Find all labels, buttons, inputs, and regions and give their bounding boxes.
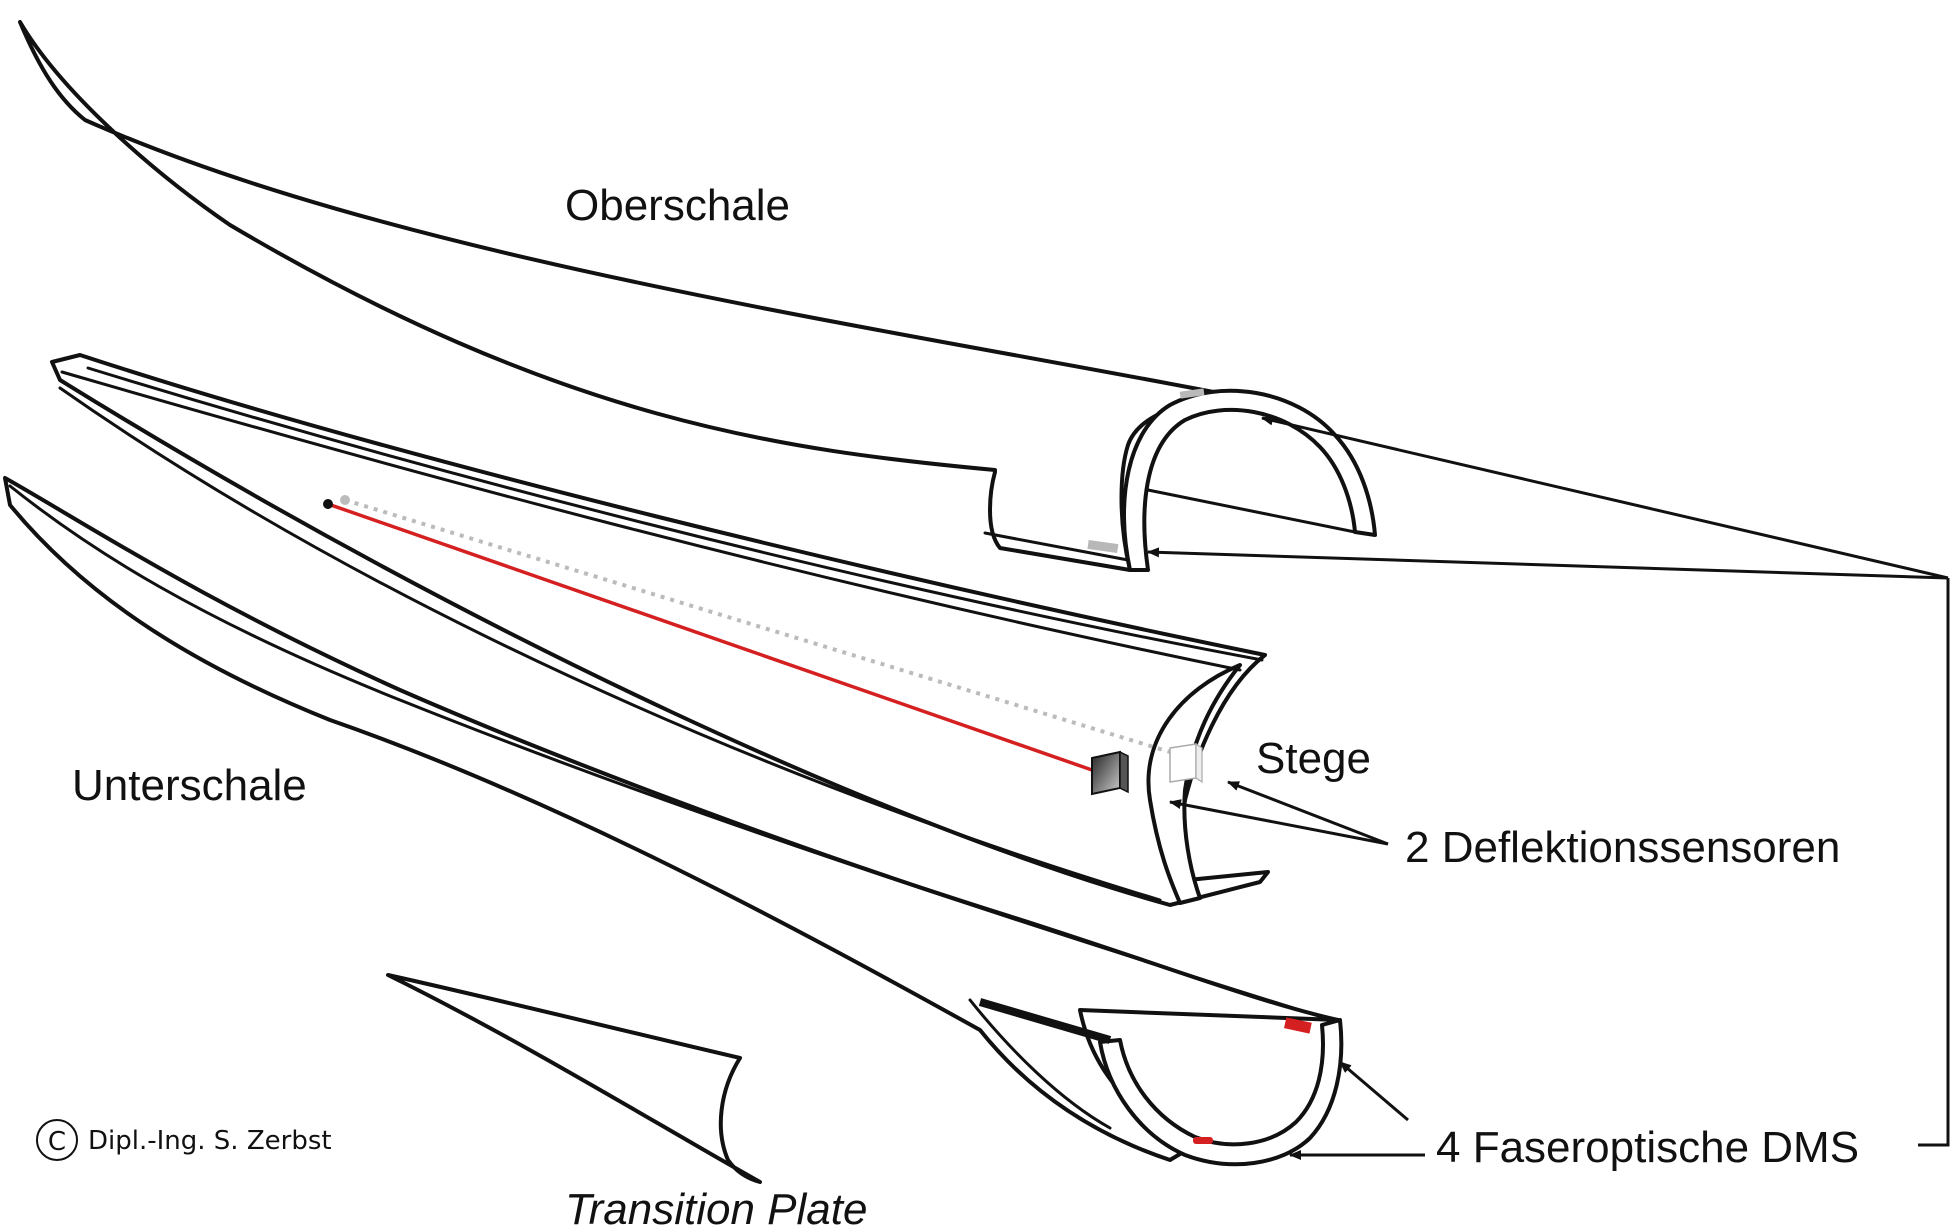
arrow-upper-gauge-top <box>1261 415 1949 580</box>
label-fiber-optic-gauges: 4 Faseroptische DMS <box>1436 1123 1859 1172</box>
label-deflection-sensors: 2 Deflektionssensoren <box>1405 823 1840 872</box>
deflection-source-dark <box>323 499 333 509</box>
annotation-arrows <box>1147 415 1950 1160</box>
deflection-sensor-dark <box>1091 750 1129 796</box>
deflection-path-dotted <box>344 498 1171 754</box>
upper-gauge-top <box>1179 388 1205 399</box>
lower-gauge-top <box>1284 1017 1312 1034</box>
copyright-letter: C <box>48 1127 66 1157</box>
upper-shell-outline <box>18 20 1257 572</box>
webs-top-rail <box>86 366 1264 662</box>
upper-gauge-bottom <box>1087 539 1119 554</box>
dms-bracket-line <box>1918 578 1950 1147</box>
lower-shell-inner-lip <box>968 998 1112 1130</box>
label-lower-shell: Unterschale <box>72 761 307 810</box>
lower-gauge-bottom <box>1193 1137 1213 1144</box>
transition-plate <box>386 973 762 1184</box>
label-upper-shell: Oberschale <box>565 181 790 230</box>
webs-upper-flange <box>60 370 1242 672</box>
arrow-deflection-sensor-2 <box>1169 799 1389 846</box>
arrow-deflection-sensor-1 <box>1227 780 1389 846</box>
upper-shell-lower-edge <box>983 531 1130 562</box>
copyright-icon <box>36 1119 78 1161</box>
transition-plate-outline <box>386 973 762 1184</box>
label-webs: Stege <box>1256 734 1371 783</box>
upper-shell-root-ring <box>1122 388 1377 572</box>
lower-shell-root-ring <box>1098 1018 1344 1167</box>
label-transition-plate: Transition Plate <box>565 1185 867 1227</box>
arrow-upper-gauge-bottom <box>1147 547 1949 580</box>
webs-lower-flange <box>58 386 1162 902</box>
deflection-sensor-light <box>1169 742 1203 784</box>
deflection-path-red <box>327 502 1093 772</box>
lower-shell-inner-strip <box>978 998 1112 1044</box>
upper-shell <box>18 20 1377 572</box>
deflection-source-grey <box>340 495 350 505</box>
arrow-lower-gauge-top <box>1339 1060 1409 1122</box>
webs <box>50 353 1270 907</box>
author-credit: Dipl.-Ing. S. Zerbst <box>88 1126 332 1156</box>
labels: Oberschale Stege Unterschale 2 Deflektio… <box>36 181 1859 1232</box>
lower-shell-outline <box>3 476 1340 1162</box>
upper-shell-inner-edge <box>1146 488 1357 534</box>
lower-shell-top-edge <box>8 484 1340 1024</box>
lower-shell <box>3 476 1344 1167</box>
